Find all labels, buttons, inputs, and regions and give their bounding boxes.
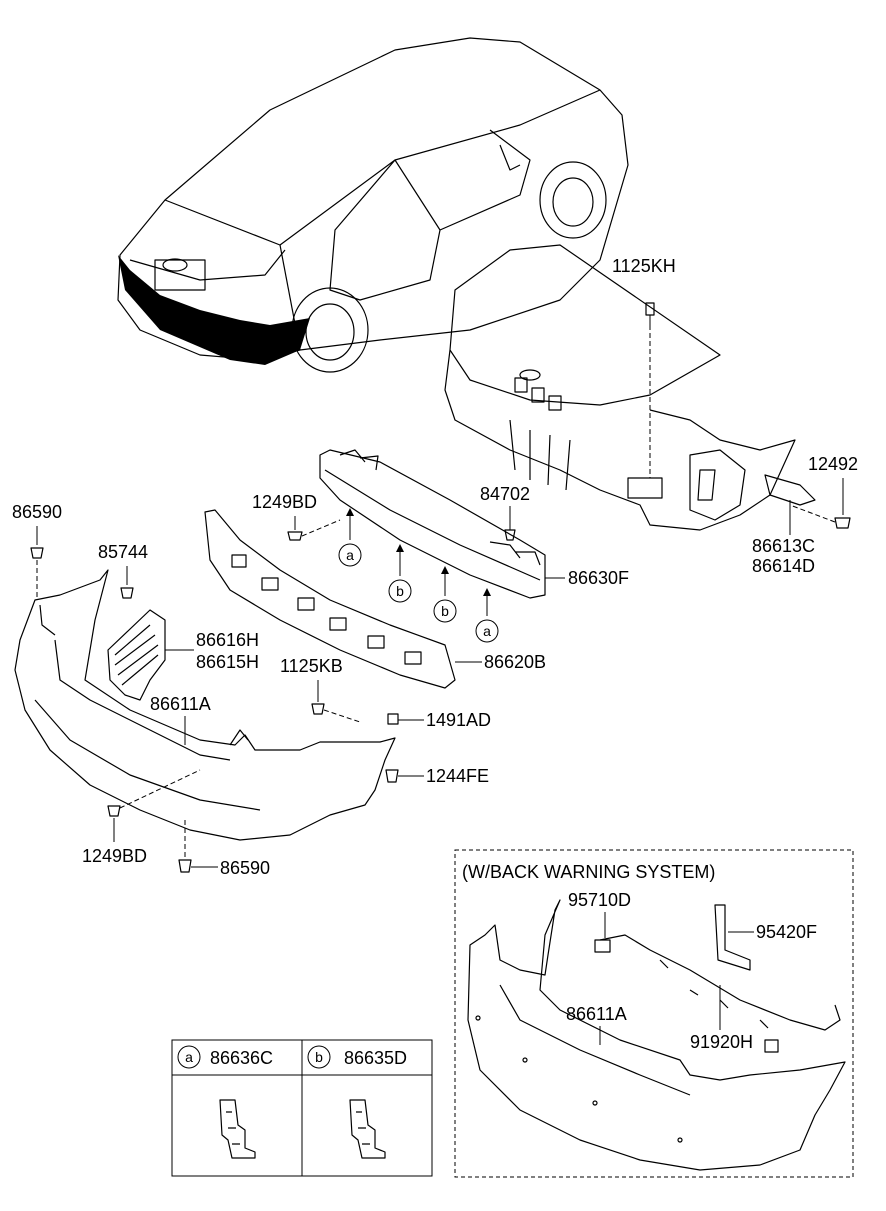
label-12492: 12492 <box>808 454 858 474</box>
label-1244fe: 1244FE <box>426 766 489 786</box>
svg-text:b: b <box>441 603 449 619</box>
label-86611a: 86611A <box>150 694 211 714</box>
bumper-cover-86611a <box>14 569 396 841</box>
legend-bracket-b <box>349 1099 386 1159</box>
inset-harness <box>594 904 841 1053</box>
svg-text:b: b <box>396 583 404 599</box>
label-86616h: 86616H <box>196 630 259 650</box>
label-86620b: 86620B <box>484 652 546 672</box>
legend-part-a: 86636C <box>210 1048 273 1068</box>
svg-text:a: a <box>346 547 354 563</box>
label-95710d: 95710D <box>568 890 631 910</box>
label-inset-86611a: 86611A <box>566 1004 627 1024</box>
legend-table: a 86636C b 86635D <box>171 1039 433 1177</box>
marker-b-2: b <box>433 566 457 623</box>
label-86615h: 86615H <box>196 652 259 672</box>
rear-body-panel <box>444 244 816 531</box>
legend-bracket-a <box>219 1099 256 1159</box>
inset-box <box>454 849 854 1178</box>
label-95420f: 95420F <box>756 922 817 942</box>
label-86590-top: 86590 <box>12 502 62 522</box>
car-illustration <box>117 37 629 373</box>
legend-marker-a: a <box>185 1049 193 1065</box>
label-86613c: 86613C <box>752 536 815 556</box>
label-1125kh: 1125KH <box>612 256 676 276</box>
label-84702: 84702 <box>480 484 530 504</box>
legend-marker-b: b <box>315 1049 323 1065</box>
svg-text:a: a <box>483 623 491 639</box>
label-1491ad: 1491AD <box>426 710 491 730</box>
label-86590-bottom: 86590 <box>220 858 270 878</box>
clip-12492 <box>834 517 851 529</box>
label-86630f: 86630F <box>568 568 629 588</box>
label-1249bd-bottom: 1249BD <box>82 846 147 866</box>
label-85744: 85744 <box>98 542 148 562</box>
marker-a-1: a <box>338 508 362 567</box>
label-86614d: 86614D <box>752 556 815 576</box>
marker-b-1: b <box>388 544 412 603</box>
label-1249bd-top: 1249BD <box>252 492 317 512</box>
legend-part-b: 86635D <box>344 1048 407 1068</box>
label-91920h: 91920H <box>690 1032 753 1052</box>
inset-title: (W/BACK WARNING SYSTEM) <box>462 862 715 882</box>
label-1125kb: 1125KB <box>280 656 343 676</box>
bolt-1249bd-top <box>287 531 303 541</box>
bolt-1125kh <box>645 302 655 478</box>
bracket-86616h <box>107 609 166 701</box>
marker-a-2: a <box>475 588 499 643</box>
inset-bumper <box>467 899 846 1171</box>
absorber-86620b <box>204 509 456 689</box>
beam-86630f <box>319 449 546 599</box>
